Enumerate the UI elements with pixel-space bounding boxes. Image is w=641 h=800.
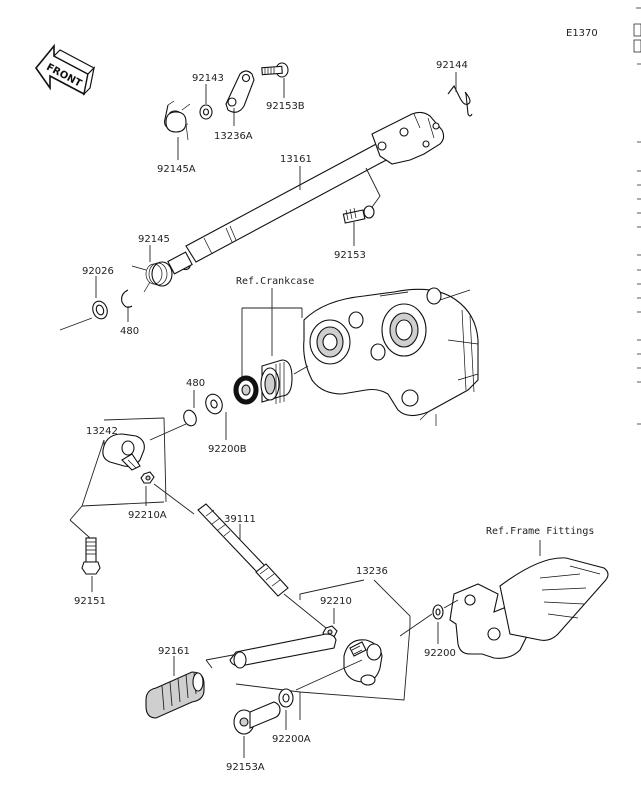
label-92153A: 92153A	[226, 762, 265, 773]
bolt-92153	[342, 205, 375, 224]
label-92144: 92144	[436, 60, 468, 71]
label-92161: 92161	[158, 646, 190, 657]
washer-92200B	[205, 393, 223, 415]
leader-bolt-92151-a	[69, 505, 83, 521]
label-92210A: 92210A	[128, 510, 167, 521]
spring-92145A	[164, 100, 191, 141]
axis-line-bracket	[443, 599, 459, 609]
shaft-13161	[167, 111, 445, 275]
label-92151: 92151	[74, 596, 106, 607]
lever-13236A	[225, 70, 255, 113]
tie-rod-39111	[197, 503, 289, 597]
label-92145: 92145	[138, 234, 170, 245]
needle-bearing	[260, 359, 293, 404]
leader-shaft-to-92153	[365, 167, 381, 211]
clip-480-upper	[121, 289, 133, 308]
clip-480-lower	[183, 409, 197, 427]
washer-92200A	[278, 688, 294, 708]
leader-bolt-92151-b	[69, 519, 91, 539]
edge-marks	[633, 7, 641, 425]
label-480-upper: 480	[120, 326, 139, 337]
label-92200B: 92200B	[208, 444, 247, 455]
bolt-92151	[81, 537, 101, 575]
axis-line-left	[59, 317, 93, 331]
rubber-92161	[145, 671, 205, 719]
front-arrow-icon: FRONT	[34, 43, 95, 96]
leader-crankcase	[241, 288, 303, 380]
bracket-13242	[81, 417, 187, 507]
ref-crankcase-label: Ref.Crankcase	[236, 276, 314, 287]
label-13161: 13161	[280, 154, 312, 165]
washer-92026	[92, 300, 108, 320]
nut-92210A	[140, 471, 155, 484]
label-92143: 92143	[192, 73, 224, 84]
label-92210: 92210	[320, 596, 352, 607]
crankcase-housing	[303, 287, 479, 426]
spring-92145	[131, 261, 173, 293]
diagram-code: E1370	[566, 28, 598, 39]
label-92153: 92153	[334, 250, 366, 261]
axis-line-rod-lower	[283, 593, 327, 629]
shift-pedal-13236	[229, 633, 383, 686]
crankcase-edge-line	[379, 291, 409, 297]
axis-line-pedal	[295, 659, 363, 691]
label-13236A: 13236A	[214, 131, 253, 142]
ref-frame-fittings-label: Ref.Frame Fittings	[486, 526, 594, 537]
spring-92144	[447, 84, 473, 117]
axis-line-rod-upper	[153, 483, 195, 515]
label-13236: 13236	[356, 566, 388, 577]
label-13242: 13242	[86, 426, 118, 437]
bolt-92153B	[261, 62, 289, 78]
axis-line-crankcase	[293, 365, 309, 375]
label-480-lower: 480	[186, 378, 205, 389]
label-92145A: 92145A	[157, 164, 196, 175]
axis-line-92200	[399, 613, 433, 637]
collar-92143	[199, 104, 213, 120]
label-92200A: 92200A	[272, 734, 311, 745]
rod-joint-13242	[102, 433, 145, 471]
label-92200: 92200	[424, 648, 456, 659]
oil-seal	[233, 375, 259, 405]
label-92026: 92026	[82, 266, 114, 277]
label-92153B: 92153B	[266, 101, 305, 112]
footrest-bracket	[449, 557, 609, 659]
bolt-92153A	[233, 701, 281, 735]
label-39111: 39111	[224, 514, 256, 525]
washer-92200	[432, 604, 444, 620]
